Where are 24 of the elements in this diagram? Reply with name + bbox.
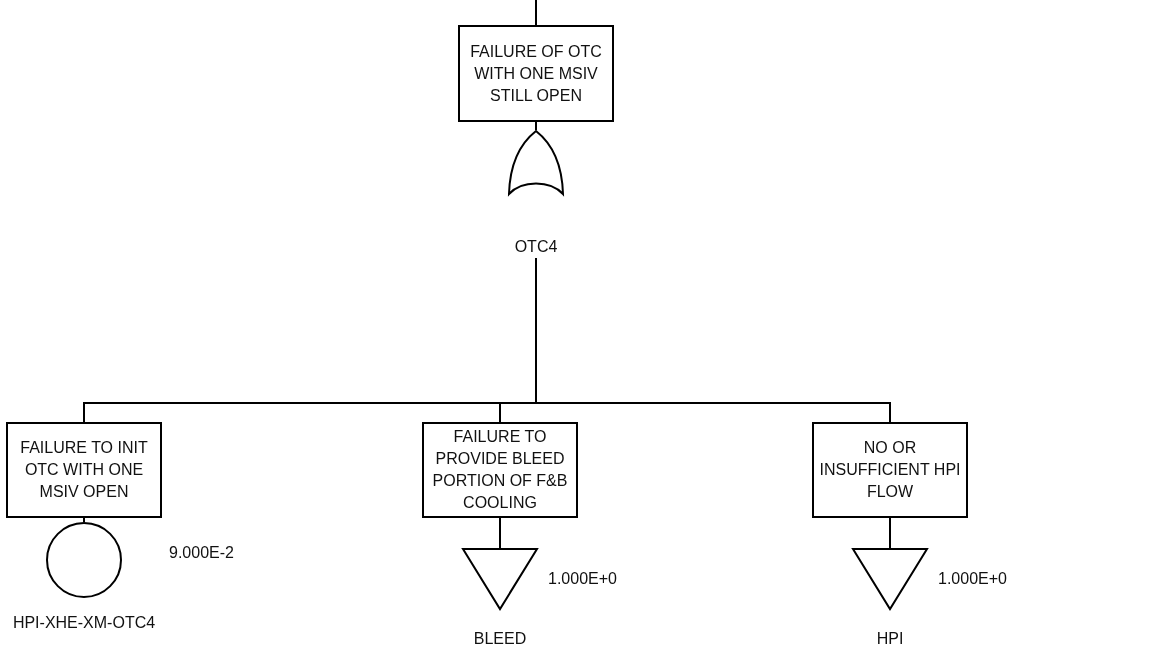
probability-value: 9.000E-2 bbox=[169, 544, 234, 562]
event-description: FAILURE TO INIT OTC WITH ONE MSIV OPEN bbox=[19, 438, 149, 502]
connector-line bbox=[535, 257, 891, 423]
transfer-triangle bbox=[852, 548, 928, 610]
event-id: BLEED bbox=[473, 630, 527, 648]
event-id: HPI-XHE-XM-OTC4 bbox=[12, 614, 156, 632]
connector-line bbox=[499, 517, 501, 549]
event-box bbox=[6, 422, 162, 518]
probability-value: 1.000E+0 bbox=[548, 570, 617, 588]
event-description: NO OR INSUFFICIENT HPI FLOW bbox=[818, 438, 962, 502]
event-box bbox=[812, 422, 968, 518]
connector-line bbox=[889, 517, 891, 549]
transfer-triangle bbox=[462, 548, 538, 610]
event-description: FAILURE OF OTC WITH ONE MSIV STILL OPEN bbox=[469, 41, 603, 106]
connector-line bbox=[535, 121, 537, 131]
gate-label: OTC4 bbox=[513, 238, 559, 256]
event-description: FAILURE TO PROVIDE BLEED PORTION OF F&B COOLING bbox=[431, 427, 569, 513]
probability-value: 1.000E+0 bbox=[938, 570, 1007, 588]
event-box bbox=[458, 25, 614, 122]
basic-event-circle bbox=[46, 522, 122, 598]
event-box bbox=[422, 422, 578, 518]
connector-line bbox=[83, 517, 85, 523]
event-id: HPI bbox=[876, 630, 904, 648]
connector-line bbox=[535, 0, 537, 26]
